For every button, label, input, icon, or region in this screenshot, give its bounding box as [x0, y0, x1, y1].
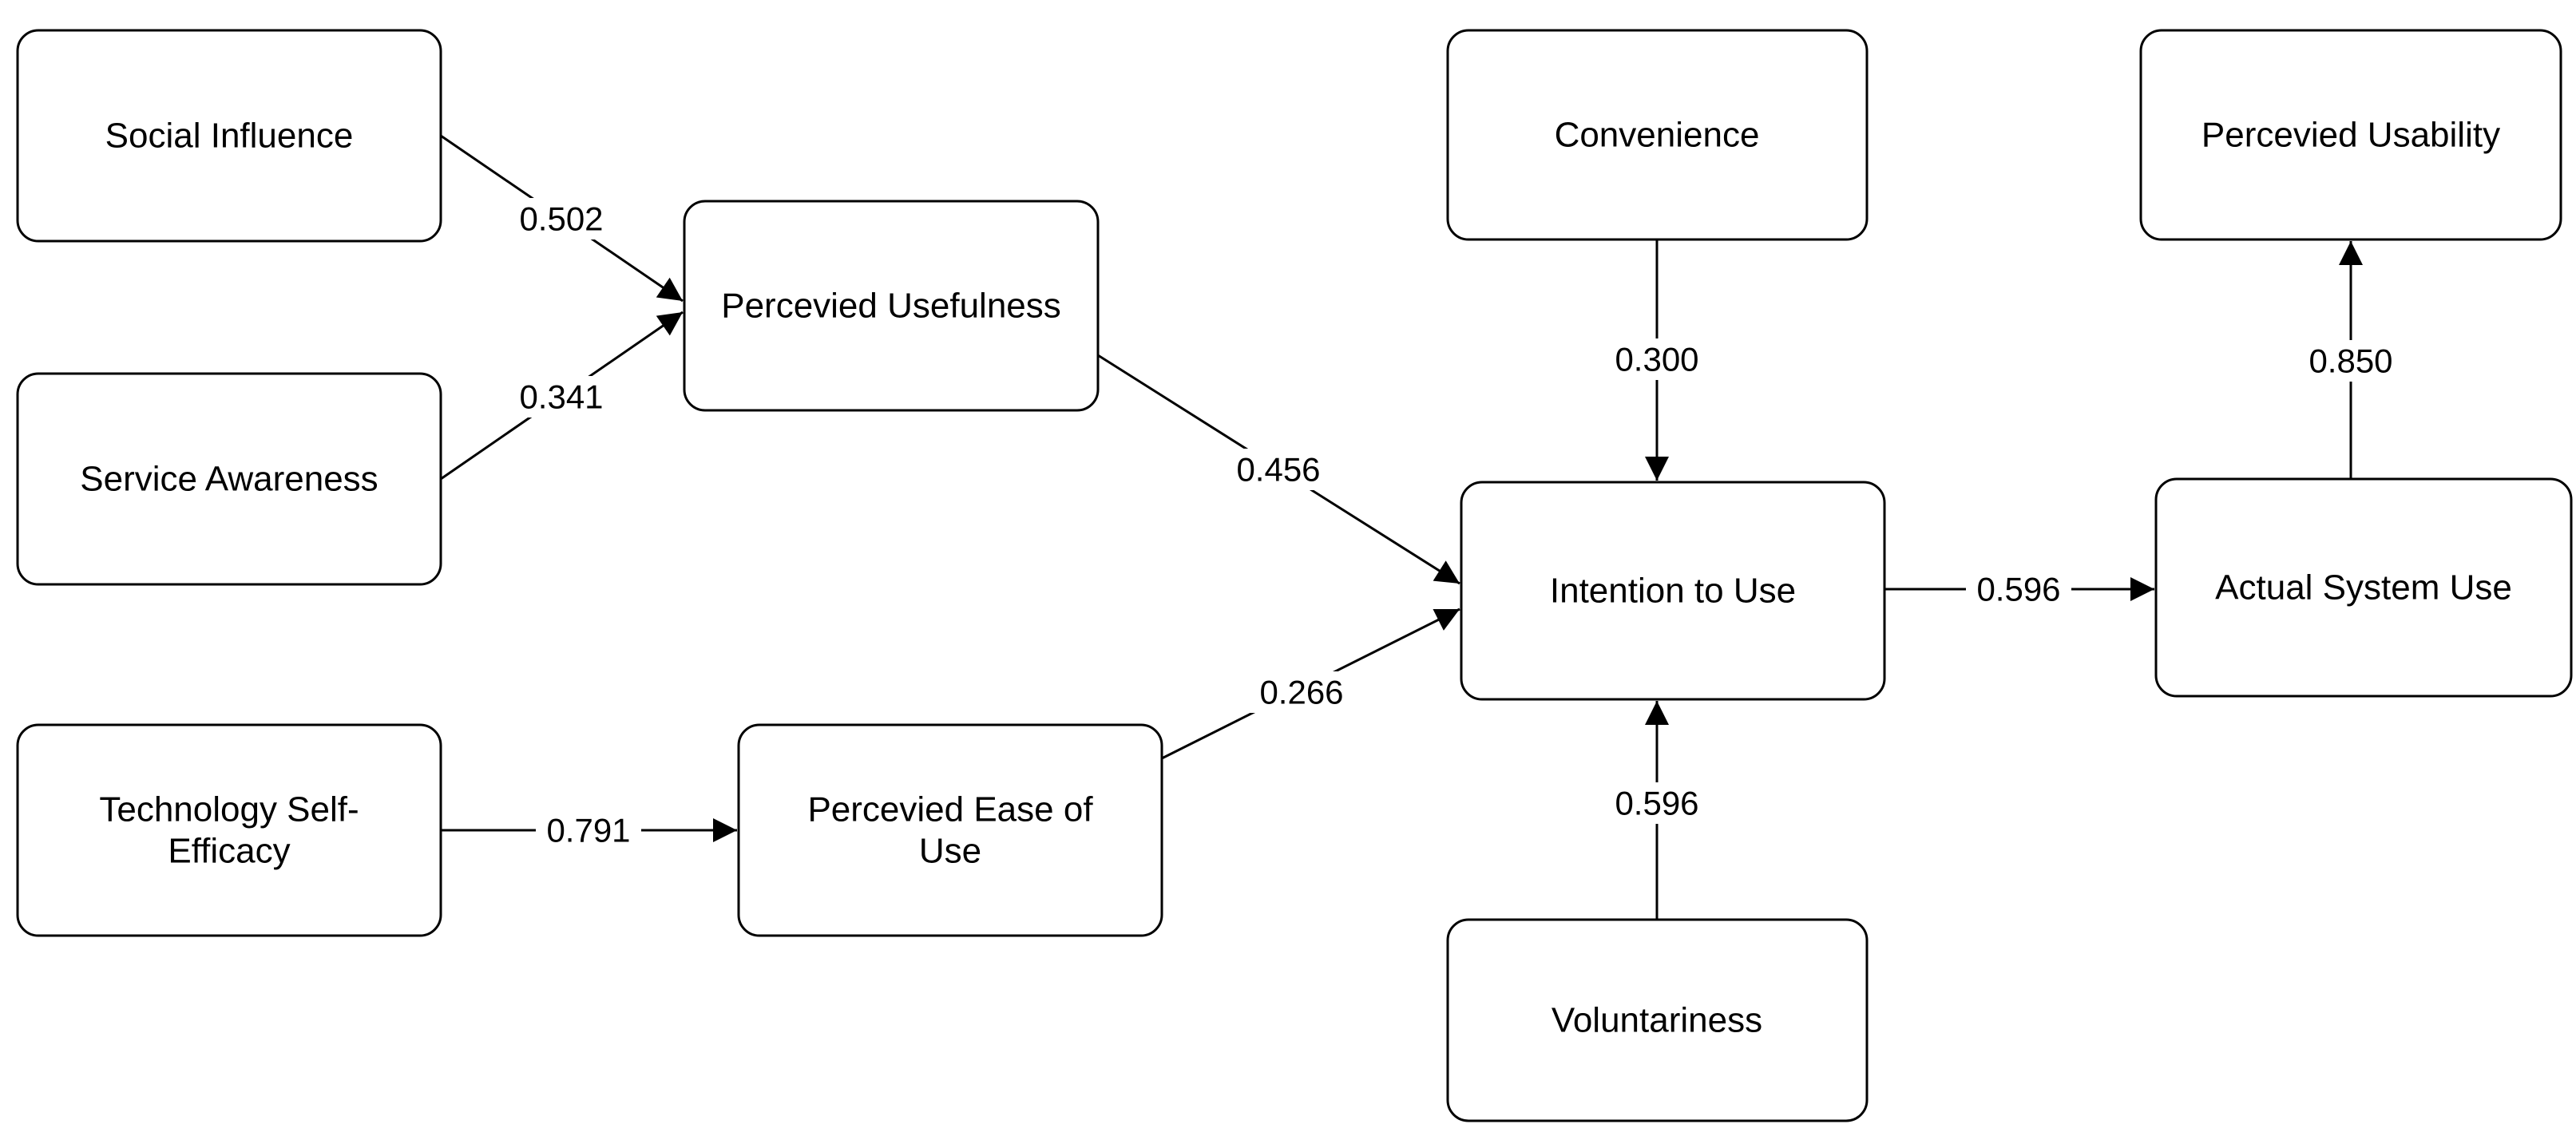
node-label: Percevied Usability: [2201, 116, 2500, 155]
edge-coefficient-label: 0.596: [1976, 571, 2060, 608]
edge-actual-system-use-to-percevied-usability: 0.850: [2298, 241, 2404, 479]
edge-technology-self-efficacy-to-percevied-ease-of-use: 0.791: [441, 809, 737, 851]
node-box: [1460, 481, 1886, 701]
node-box: [2139, 29, 2562, 241]
node-box: [16, 723, 442, 937]
node-actual-system-use: Actual System Use: [2154, 477, 2573, 698]
edge-label-background: [1226, 449, 1331, 490]
edge-social-influence-to-percevied-usefulness: 0.502: [440, 134, 684, 303]
edge-coefficient-label: 0.502: [519, 200, 603, 238]
node-percevied-ease-of-use: Percevied Ease of Use: [737, 723, 1163, 937]
edge-label-background: [509, 198, 614, 239]
edge-label-background: [1249, 671, 1354, 713]
edge-coefficient-label: 0.300: [1615, 341, 1698, 378]
edge-label-background: [1966, 568, 2071, 610]
node-percevied-usefulness: Percevied Usefulness: [683, 200, 1100, 412]
node-voluntariness: Voluntariness: [1446, 918, 1869, 1122]
node-label-line-2: Efficacy: [168, 832, 290, 871]
node-social-influence: Social Influence: [16, 29, 442, 243]
node-box: [1446, 29, 1869, 241]
edge-voluntariness-to-intention-to-use: 0.596: [1604, 701, 1710, 920]
node-box: [2154, 477, 2573, 698]
node-label-line-1: Technology Self-: [99, 790, 359, 829]
node-technology-self-efficacy: Technology Self- Efficacy: [16, 723, 442, 937]
node-box: [683, 200, 1100, 412]
node-label-line-1: Percevied Ease of: [807, 790, 1093, 829]
edge-percevied-usefulness-to-intention-to-use: 0.456: [1097, 354, 1460, 585]
node-intention-to-use: Intention to Use: [1460, 481, 1886, 701]
edge-percevied-ease-of-use-to-intention-to-use: 0.266: [1161, 608, 1460, 760]
edge-coefficient-label: 0.266: [1259, 674, 1343, 711]
node-label: Service Awareness: [80, 460, 378, 499]
node-label: Intention to Use: [1550, 572, 1796, 611]
edge-coefficient-label: 0.791: [546, 812, 630, 849]
edge-label-background: [509, 376, 614, 418]
node-box: [1446, 918, 1869, 1122]
node-box: [16, 372, 442, 586]
edge-coefficient-label: 0.456: [1236, 451, 1320, 489]
edge-service-awareness-to-percevied-usefulness: 0.341: [440, 311, 684, 481]
edge-label-background: [2298, 340, 2404, 382]
node-percevied-usability: Percevied Usability: [2139, 29, 2562, 241]
node-label: Voluntariness: [1552, 1001, 1762, 1040]
node-label: Convenience: [1555, 116, 1760, 155]
edge-label-background: [536, 809, 641, 851]
node-label: Social Influence: [105, 117, 354, 156]
edge-convenience-to-intention-to-use: 0.300: [1604, 239, 1710, 481]
edge-coefficient-label: 0.596: [1615, 785, 1698, 822]
node-service-awareness: Service Awareness: [16, 372, 442, 586]
edge-intention-to-use-to-actual-system-use: 0.596: [1884, 568, 2154, 610]
node-box: [16, 29, 442, 243]
node-box: [737, 723, 1163, 937]
node-label-line-2: Use: [919, 832, 981, 871]
edge-coefficient-label: 0.341: [519, 378, 603, 416]
node-convenience: Convenience: [1446, 29, 1869, 241]
node-label: Percevied Usefulness: [721, 287, 1061, 326]
edge-coefficient-label: 0.850: [2308, 342, 2392, 380]
node-label: Actual System Use: [2215, 568, 2512, 608]
edge-label-background: [1604, 338, 1710, 380]
edge-label-background: [1604, 782, 1710, 824]
